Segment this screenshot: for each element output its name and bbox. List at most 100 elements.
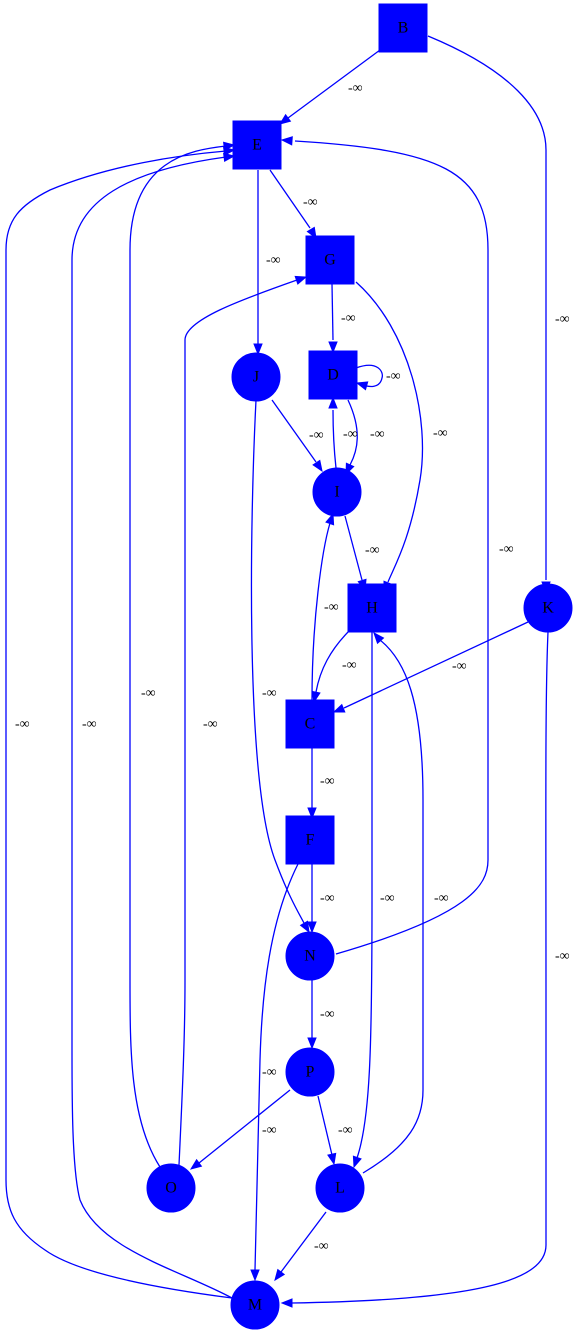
edge-label: -∞ (341, 311, 356, 326)
arrowhead-icon (278, 113, 292, 125)
edge-M-E: -∞ (71, 152, 236, 1299)
edge-label: -∞ (380, 891, 395, 906)
edge-G-D: -∞ (328, 283, 356, 354)
arrowhead-icon (312, 459, 323, 473)
edge-line (250, 399, 306, 926)
node-label: N (304, 948, 316, 965)
edge-line (343, 621, 529, 709)
edge-line (280, 1211, 327, 1273)
edge-I-D: -∞ (328, 396, 358, 469)
edge-K-M: -∞ (280, 631, 570, 1308)
edge-J-N: -∞ (250, 399, 310, 934)
edge-B-E: -∞ (278, 49, 381, 125)
edge-label: -∞ (555, 949, 570, 964)
edge-label: -∞ (324, 600, 339, 615)
node-L: L (315, 1163, 365, 1213)
node-E: E (232, 120, 282, 170)
edge-label: -∞ (262, 686, 277, 701)
node-label: D (327, 367, 339, 384)
edge-N-P: -∞ (307, 980, 335, 1050)
edge-line (355, 281, 424, 583)
edge-B-K: -∞ (427, 35, 570, 594)
node-F: F (285, 815, 335, 865)
node-C: C (285, 699, 335, 749)
arrowhead-icon (325, 512, 335, 526)
edge-line (355, 364, 384, 388)
edge-O-G: -∞ (178, 275, 308, 1166)
edge-label: -∞ (314, 1239, 329, 1254)
node-P: P (285, 1047, 335, 1097)
arrowhead-icon (253, 343, 263, 356)
node-label: H (366, 600, 378, 617)
edge-label: -∞ (320, 891, 335, 906)
edge-line (344, 515, 363, 581)
edge-label: -∞ (309, 428, 324, 443)
edge-label: -∞ (555, 312, 570, 327)
arrowhead-icon (294, 275, 308, 285)
edge-D-D: -∞ (355, 364, 401, 391)
edge-line (332, 409, 337, 469)
node-circle-shape (312, 467, 362, 517)
edge-N-E: -∞ (280, 136, 514, 955)
arrowhead-icon (332, 703, 346, 713)
node-circle-shape (146, 1163, 196, 1213)
edge-J-I: -∞ (271, 399, 324, 473)
node-square-shape (378, 3, 428, 53)
node-label: G (324, 252, 336, 269)
edge-line (347, 399, 358, 466)
node-G: G (305, 235, 355, 285)
node-label: B (398, 20, 409, 37)
edge-L-M: -∞ (274, 1211, 329, 1282)
arrowhead-icon (306, 226, 317, 240)
edge-line (362, 639, 424, 1174)
edge-line (269, 169, 311, 229)
node-label: J (253, 369, 259, 386)
node-label: L (335, 1180, 345, 1197)
edge-line (315, 629, 351, 693)
edge-H-L: -∞ (352, 632, 395, 1169)
arrowhead-icon (307, 1037, 317, 1050)
arrowhead-icon (280, 136, 293, 146)
edge-O-E: -∞ (129, 141, 236, 1168)
node-J: J (231, 352, 281, 402)
edge-label: -∞ (499, 542, 514, 557)
arrowhead-icon (328, 341, 338, 354)
edge-line (294, 140, 489, 955)
edge-label: -∞ (386, 369, 401, 384)
node-square-shape (308, 350, 358, 400)
edge-line (331, 283, 334, 341)
edge-label: -∞ (82, 717, 97, 732)
edge-label: -∞ (15, 717, 30, 732)
edge-line (287, 49, 381, 119)
edge-line (427, 35, 547, 580)
edge-line (71, 156, 233, 1299)
arrowhead-icon (311, 690, 321, 704)
arrowhead-icon (327, 1152, 337, 1166)
node-square-shape (285, 699, 335, 749)
node-circle-shape (230, 1280, 280, 1330)
node-H: H (347, 583, 397, 633)
arrowhead-icon (352, 1155, 362, 1169)
arrowhead-icon (223, 146, 236, 156)
edge-P-L: -∞ (317, 1095, 353, 1166)
edge-label: -∞ (370, 427, 385, 442)
edge-label: -∞ (452, 659, 467, 674)
edge-E-J: -∞ (253, 170, 281, 356)
node-O: O (146, 1163, 196, 1213)
edge-H-C: -∞ (311, 629, 357, 704)
node-I: I (312, 467, 362, 517)
node-label: M (248, 1297, 262, 1314)
node-circle-shape (523, 583, 573, 633)
node-circle-shape (231, 352, 281, 402)
node-label: O (165, 1180, 177, 1197)
arrowhead-icon (223, 152, 236, 162)
node-square-shape (285, 815, 335, 865)
node-label: C (305, 716, 316, 733)
node-M: M (230, 1280, 280, 1330)
edge-label: -∞ (320, 774, 335, 789)
arrowhead-icon (280, 1298, 293, 1308)
edge-C-F: -∞ (307, 748, 335, 820)
edge-line (271, 399, 317, 463)
edge-label: -∞ (203, 717, 218, 732)
